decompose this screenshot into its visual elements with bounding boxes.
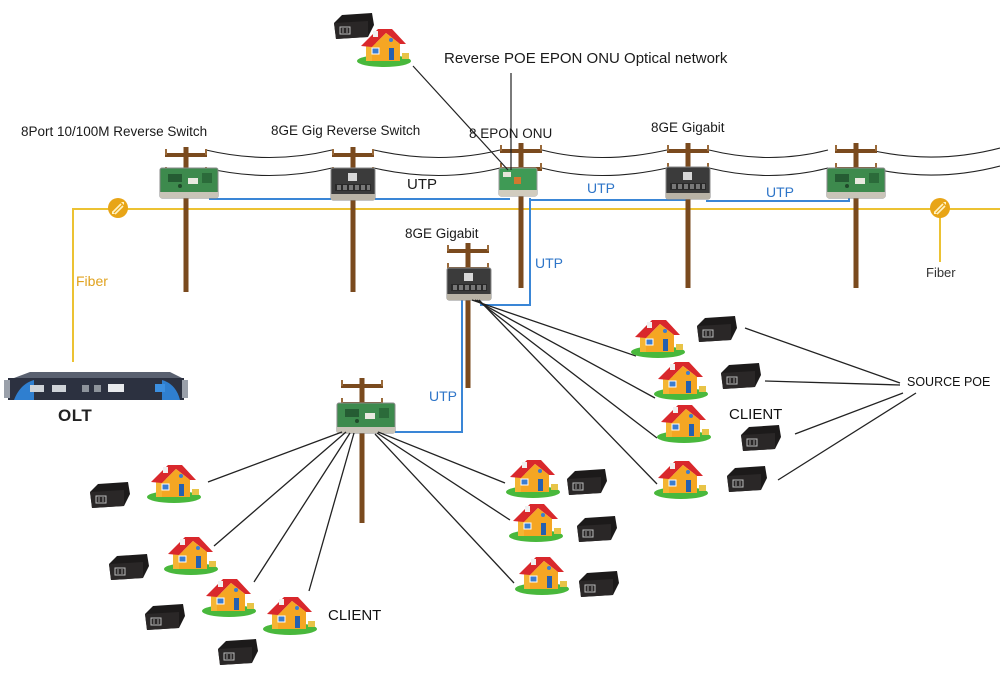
- label-gigabit-mid: 8GE Gigabit: [405, 226, 479, 241]
- label-epon-onu: 8 EPON ONU: [469, 126, 553, 141]
- drop-cables-right: [471, 299, 658, 485]
- fiber-lines: [72, 208, 1000, 362]
- label-fiber-right: Fiber: [926, 265, 956, 280]
- leader-lines: [412, 65, 512, 171]
- poe-adapter-icon: [720, 362, 762, 390]
- switch-board-icon: [446, 267, 492, 301]
- label-switch-gig: 8GE Gig Reverse Switch: [271, 123, 421, 138]
- label-source-poe: SOURCE POE: [907, 375, 991, 389]
- olt-device-icon: [4, 372, 188, 400]
- switch-board-icon: [665, 166, 711, 200]
- label-olt: OLT: [58, 406, 93, 425]
- label-switch-100m: 8Port 10/100M Reverse Switch: [21, 124, 208, 139]
- switch-board-icon: [826, 167, 886, 199]
- house-icon: [653, 460, 709, 500]
- label-utp-5: UTP: [429, 388, 457, 404]
- poe-adapter-icon: [333, 12, 375, 40]
- house-icon: [514, 556, 570, 596]
- poe-adapter-icon: [217, 638, 259, 666]
- house-icon: [656, 404, 712, 444]
- house-icon: [508, 503, 564, 543]
- label-utp-3: UTP: [766, 184, 794, 200]
- drop-cables-lower: [207, 431, 515, 592]
- label-client-left: CLIENT: [328, 607, 382, 624]
- label-utp-1: UTP: [407, 176, 437, 193]
- fiber-splitter-icon: [107, 197, 129, 219]
- house-icon: [201, 578, 257, 618]
- source-poe-lines: [744, 327, 917, 481]
- epon-onu-icon: [498, 167, 538, 197]
- label-gigabit-top: 8GE Gigabit: [651, 120, 725, 135]
- house-icon: [146, 464, 202, 504]
- poe-adapter-icon: [576, 515, 618, 543]
- label-fiber-left: Fiber: [76, 273, 108, 289]
- switch-board-icon: [336, 402, 396, 434]
- label-utp-2: UTP: [587, 180, 615, 196]
- utp-lines: [209, 193, 850, 433]
- utility-pole-icon: [667, 143, 709, 288]
- house-icon: [262, 596, 318, 636]
- poe-adapter-icon: [726, 465, 768, 493]
- aerial-wires: [205, 147, 1000, 177]
- house-icon: [653, 361, 709, 401]
- switch-board-icon: [159, 167, 219, 199]
- utility-pole-icon: [835, 143, 877, 288]
- poe-adapter-icon: [578, 570, 620, 598]
- switch-board-icon: [330, 167, 376, 201]
- poe-adapter-icon: [108, 553, 150, 581]
- label-client-right: CLIENT: [729, 406, 783, 423]
- house-icon: [630, 319, 686, 359]
- utility-pole-icon: [447, 243, 489, 388]
- diagram-title: Reverse POE EPON ONU Optical network: [444, 50, 728, 67]
- poe-adapter-icon: [144, 603, 186, 631]
- utility-pole-icon: [341, 378, 383, 523]
- label-utp-4: UTP: [535, 255, 563, 271]
- utp-link-lower: [380, 300, 463, 433]
- poe-adapter-icon: [89, 481, 131, 509]
- utp-link-vertical: [480, 198, 531, 306]
- fiber-main-line: [72, 208, 1000, 362]
- house-icon: [505, 459, 561, 499]
- fiber-splitter-icon: [929, 197, 951, 219]
- poe-adapter-icon: [696, 315, 738, 343]
- house-icon: [163, 536, 219, 576]
- poe-adapter-icon: [566, 468, 608, 496]
- poe-adapter-icon: [740, 424, 782, 452]
